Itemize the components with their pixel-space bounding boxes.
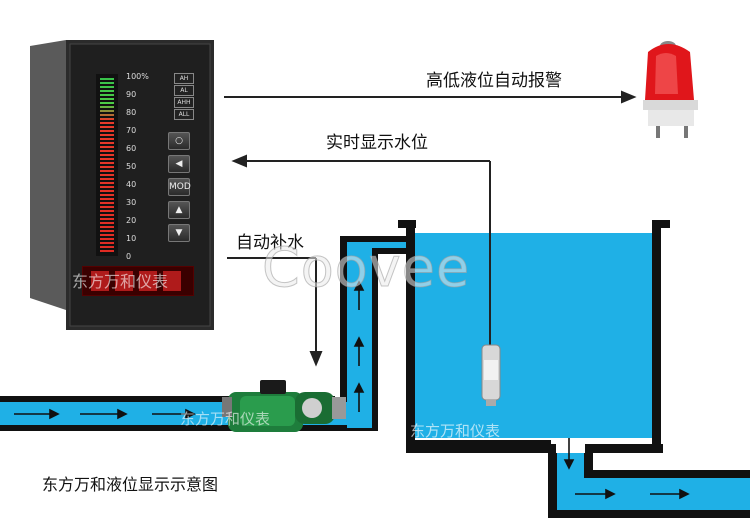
keypad-button-3[interactable]: ▲ <box>168 201 190 219</box>
indicator-2: AHH <box>174 97 194 108</box>
scale-label: 20 <box>126 216 137 225</box>
scale-label: 40 <box>126 180 137 189</box>
indicator-0: AH <box>174 73 194 84</box>
keypad-button-0[interactable]: ○ <box>168 132 190 150</box>
bar-graph <box>100 78 114 254</box>
scale-label: 50 <box>126 162 137 171</box>
tank-right-wall <box>652 228 661 453</box>
level-sensor <box>481 344 501 406</box>
indicator-3: ALL <box>174 109 194 120</box>
scale-label: 80 <box>126 108 137 117</box>
alarm-light <box>643 41 698 138</box>
brand-watermark-instrument: 东方万和仪表 <box>72 272 169 291</box>
scale-label: 70 <box>126 126 137 135</box>
signal-lines <box>224 90 637 367</box>
keypad-button-4[interactable]: ▼ <box>168 224 190 242</box>
keypad-button-1[interactable]: ◀ <box>168 155 190 173</box>
tank-water <box>414 233 654 438</box>
outlet-pipe-water <box>548 478 750 512</box>
led-readout <box>82 266 194 296</box>
alarm-label: 高低液位自动报警 <box>426 71 562 91</box>
scale-label: 30 <box>126 198 137 207</box>
indicator-1: AL <box>174 85 194 96</box>
pump <box>222 380 346 432</box>
scale-label: 90 <box>126 90 137 99</box>
brand-watermark-tank: 东方万和仪表 <box>410 422 501 440</box>
scale-label: 10 <box>126 234 137 243</box>
display-label: 实时显示水位 <box>326 133 428 153</box>
flow-arrows <box>14 280 690 500</box>
diagram-caption: 东方万和液位显示示意图 <box>42 475 219 494</box>
keypad-button-2[interactable]: MOD <box>168 178 191 196</box>
tank-bottom-wall <box>406 444 556 453</box>
brand-watermark-pump: 东方万和仪表 <box>180 410 271 428</box>
coovee-watermark: Coovee <box>261 236 471 300</box>
scale-label: 0 <box>126 252 132 261</box>
scale-label: 60 <box>126 144 137 153</box>
refill-label: 自动补水 <box>236 233 304 253</box>
scale-label: 100% <box>126 72 149 81</box>
